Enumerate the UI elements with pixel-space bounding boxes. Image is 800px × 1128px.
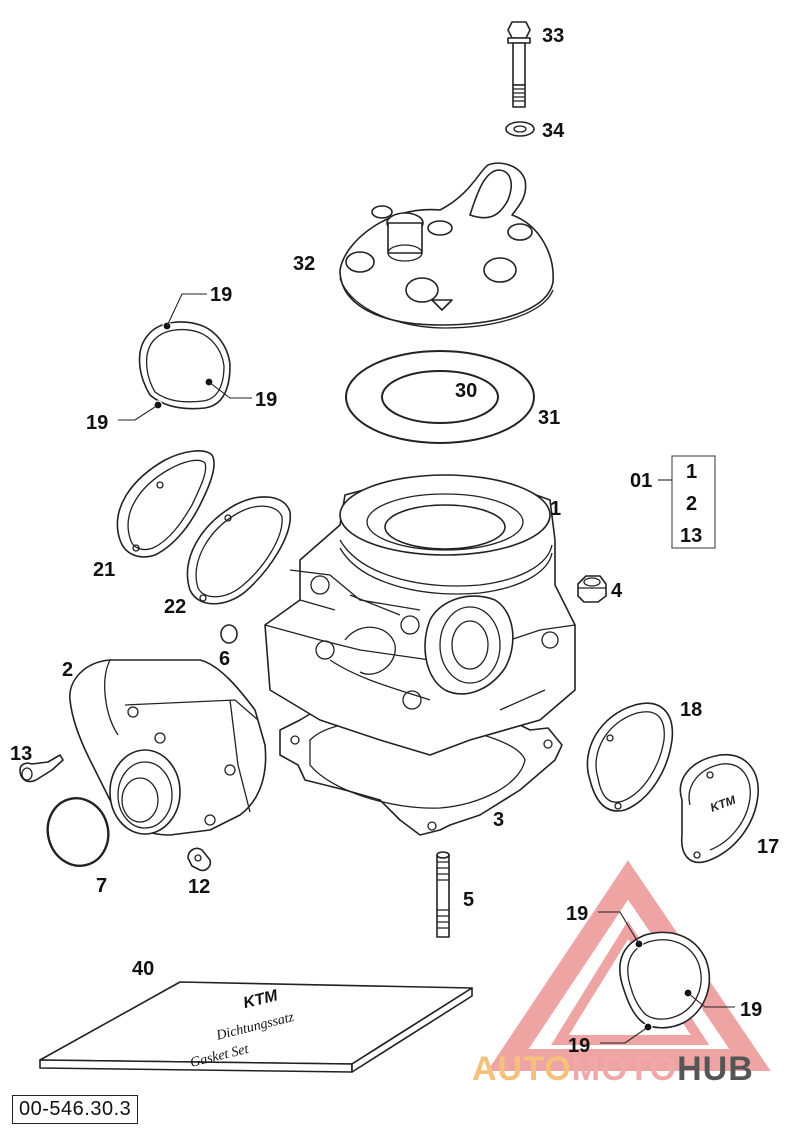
kit-01: 01 1 2 13 [630,455,716,549]
stud-5 [436,851,450,938]
callout-7: 7 [96,875,107,897]
callout-40: 40 [132,958,154,980]
gasket-18 [586,702,674,812]
intake-flange-2 [69,659,267,836]
leader-19e [687,992,735,1008]
o-ring-7 [46,797,110,867]
leader-19f [600,1026,649,1044]
callout-19e: 19 [740,999,762,1021]
callout-19d: 19 [566,903,588,925]
reference-code: 00-546.30.3 [12,1095,139,1124]
callout-6: 6 [219,648,230,670]
cylinder-1 [264,474,576,836]
watermark-auto: AUTO [472,1050,572,1088]
o-ring-30 [381,370,499,424]
leader-19a [166,293,207,327]
leader-19c [118,404,159,421]
kit-item-3: 13 [680,525,702,547]
washer-34 [505,121,535,137]
watermark-text: AUTOMOTOHUB [472,1050,754,1088]
leader-19b [208,381,252,399]
callout-19f: 19 [568,1035,590,1057]
callout-4: 4 [611,580,623,602]
watermark-hub: HUB [677,1050,754,1088]
callout-21: 21 [93,559,115,581]
callout-3: 3 [493,809,504,831]
callout-22: 22 [164,596,186,618]
callout-18: 18 [680,699,702,721]
screw-13 [19,754,64,783]
gasket-19-upper [138,321,231,410]
gasket-22 [186,496,291,605]
callout-13: 13 [10,743,32,765]
callout-19b: 19 [255,389,277,411]
callout-31: 31 [538,407,560,429]
callout-2: 2 [62,659,73,681]
nut-4 [577,575,607,603]
callout-19c: 19 [86,412,108,434]
callout-5: 5 [463,889,474,911]
o-ring-31 [345,350,535,444]
gasket-19-lower [619,931,711,1032]
callout-30: 30 [455,380,477,402]
watermark-moto: MOTO [572,1050,677,1088]
callout-12: 12 [188,876,210,898]
kit-item-1: 1 [686,461,697,483]
kit-item-2: 2 [686,493,697,515]
cylinder-head-32 [339,162,554,329]
callout-1: 1 [550,498,561,520]
callout-32: 32 [293,253,315,275]
callout-17: 17 [757,836,779,858]
leader-19d [598,911,640,945]
cover-17: KTM [679,753,759,864]
svg-text:AUTOMOTOHUB: AUTOMOTOHUB [472,1050,754,1088]
gasket-21 [116,450,215,558]
clip-12 [187,847,212,872]
callout-34: 34 [542,120,565,142]
bolt-33 [507,21,531,108]
kit-code: 01 [630,470,652,492]
o-ring-6 [220,624,238,644]
callout-33: 33 [542,25,564,47]
callout-19a: 19 [210,284,232,306]
gasket-set-40: KTM Dichtungssatz Gasket Set [39,981,473,1073]
